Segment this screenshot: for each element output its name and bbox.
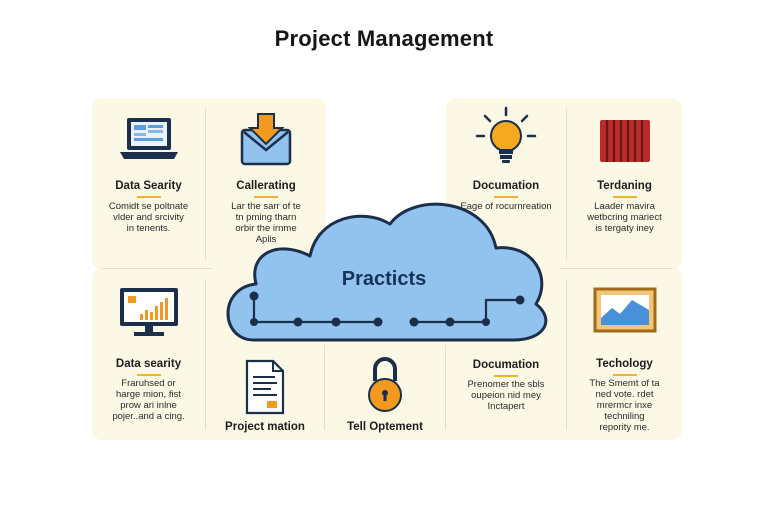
card-desc-line: Aplis bbox=[255, 234, 277, 245]
divider bbox=[566, 108, 567, 260]
divider bbox=[560, 268, 672, 269]
accent-underline bbox=[136, 196, 161, 198]
divider bbox=[566, 280, 567, 430]
accent-underline bbox=[494, 196, 518, 198]
card-label: Documation bbox=[472, 359, 540, 371]
card-desc-line: repority me. bbox=[599, 422, 650, 433]
card-desc-line: mrermcr inxe bbox=[596, 400, 653, 411]
card-desc-line: Prenomer the sbls bbox=[467, 379, 545, 390]
card-documentation-bottom: Documation Prenomer the sbls oupeion nid… bbox=[446, 345, 566, 440]
accent-underline bbox=[612, 196, 637, 198]
card-desc-line: is tergaty iney bbox=[595, 223, 654, 234]
cloud-label: Practicts bbox=[341, 268, 427, 290]
card-desc-line: tn pming tharn bbox=[235, 212, 297, 223]
accent-underline bbox=[254, 196, 278, 198]
card-desc-line: pojer..and a cing. bbox=[112, 411, 185, 422]
document-icon bbox=[206, 359, 324, 415]
divider bbox=[205, 108, 206, 260]
card-desc-line: Eage of rocurnreation bbox=[460, 201, 552, 212]
accent-underline bbox=[136, 374, 161, 376]
card-documentation-top: Documation Eage of rocurnreation bbox=[446, 98, 566, 270]
card-desc-line: The Smemt of ta bbox=[589, 378, 660, 389]
page-title: Project Management bbox=[274, 26, 494, 51]
card-desc-line: techniling bbox=[604, 411, 645, 422]
card-desc-line: harge mion, fist bbox=[116, 389, 181, 400]
monitor-chart-icon bbox=[92, 284, 205, 340]
envelope-download-icon bbox=[206, 110, 326, 168]
card-label: Techology bbox=[596, 358, 653, 370]
accent-underline bbox=[494, 375, 518, 377]
padlock-icon bbox=[325, 353, 445, 415]
card-desc-line: Inctapert bbox=[487, 401, 525, 412]
card-callerating: Callerating Lar the sarr of te tn pming … bbox=[206, 98, 326, 270]
card-desc-line: oupeion nid mey bbox=[471, 390, 541, 401]
card-tell-optement: Tell Optement bbox=[325, 345, 445, 440]
card-technology: Techology The Smemt of ta ned vote. rdet… bbox=[567, 270, 682, 440]
card-label: Documation bbox=[472, 180, 540, 192]
card-desc-line: ned vote. rdet bbox=[595, 389, 654, 400]
server-rack-icon bbox=[567, 116, 682, 166]
card-data-security-top: Data Searity Comidt se poltnate vlder an… bbox=[92, 98, 205, 270]
card-label: Terdaning bbox=[597, 180, 652, 192]
card-terdaning: Terdaning Laader mavira wetbcring mariec… bbox=[567, 98, 682, 270]
card-label: Data searity bbox=[115, 358, 182, 370]
card-desc-line: wetbcring mariect bbox=[587, 212, 662, 223]
framed-chart-icon bbox=[567, 286, 682, 334]
card-label: Tell Optement bbox=[347, 421, 423, 433]
card-label: Project mation bbox=[225, 421, 305, 433]
divider bbox=[205, 280, 206, 430]
accent-underline bbox=[612, 374, 637, 376]
card-desc-line: Laader mavira bbox=[594, 201, 655, 212]
laptop-icon bbox=[92, 114, 205, 164]
cloud-shape bbox=[214, 190, 558, 350]
card-desc-line: orbir the irnme bbox=[235, 223, 297, 234]
card-desc-line: Comidt se poltnate bbox=[108, 201, 189, 212]
card-desc-line: Fraruhsed or bbox=[121, 378, 176, 389]
card-desc-line: prow ari inlne bbox=[120, 400, 177, 411]
card-desc-line: vlder and srcivity bbox=[113, 212, 184, 223]
card-label: Callerating bbox=[236, 180, 296, 192]
divider bbox=[445, 345, 446, 430]
card-project-mation: Project mation bbox=[206, 345, 324, 440]
card-desc-line: in tenents. bbox=[126, 223, 171, 234]
card-desc-line: Lar the sarr of te bbox=[231, 201, 301, 212]
card-label: Data Searity bbox=[115, 180, 182, 192]
divider bbox=[324, 345, 325, 430]
card-data-security-bottom: Data searity Fraruhsed or harge mion, fi… bbox=[92, 270, 205, 440]
divider bbox=[102, 268, 212, 269]
lightbulb-icon bbox=[446, 106, 566, 168]
